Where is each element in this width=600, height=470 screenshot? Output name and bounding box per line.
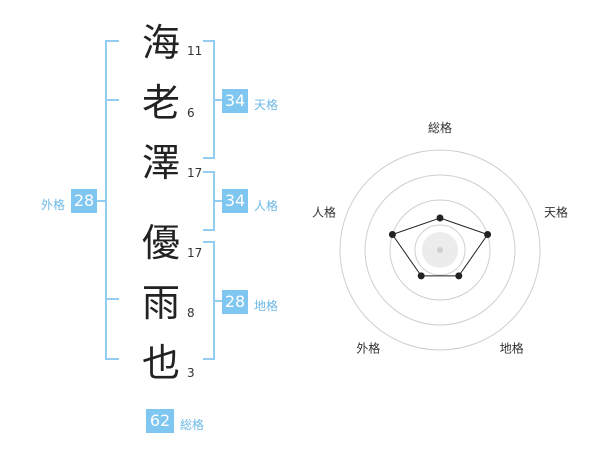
- name-char-6: 也: [141, 341, 180, 385]
- soukaku-badge: 62: [146, 409, 174, 433]
- radar-ring: [389, 199, 491, 301]
- bracket-tick: [105, 298, 119, 300]
- name-char-2: 老: [141, 81, 180, 125]
- radar-point: [436, 214, 444, 222]
- name-char-4: 優: [141, 221, 180, 265]
- tenkaku-badge: 34: [222, 89, 248, 113]
- stroke-count-5: 8: [187, 306, 195, 320]
- chikaku-label: 地格: [254, 299, 279, 313]
- radar-data-polygon: [391, 217, 489, 277]
- jinkaku-connector: [214, 200, 222, 202]
- name-char-1: 海: [141, 21, 180, 65]
- radar-ring: [364, 174, 516, 326]
- gaikaku-badge: 28: [71, 189, 97, 213]
- stroke-count-4: 17: [187, 246, 203, 260]
- tenkaku-connector: [214, 99, 222, 101]
- radar-ring: [339, 149, 541, 351]
- stroke-count-3: 17: [187, 166, 203, 180]
- radar-axis-label: 天格: [544, 204, 568, 219]
- radar-ring: [414, 224, 466, 276]
- jinkaku-badge: 34: [222, 189, 248, 213]
- gaikaku-bracket: [105, 40, 119, 360]
- radar-point: [388, 231, 396, 238]
- chikaku-badge: 28: [222, 290, 248, 314]
- radar-point: [455, 272, 463, 280]
- radar-axis-label: 地格: [500, 341, 524, 356]
- stroke-count-1: 11: [187, 44, 203, 58]
- chikaku-connector: [214, 300, 222, 302]
- radar-axis-label: 外格: [356, 341, 380, 356]
- gaikaku-connector: [97, 200, 106, 202]
- radar-data-points: [388, 214, 492, 280]
- radar-center-dot: [437, 247, 443, 253]
- radar-point: [417, 272, 425, 280]
- radar-axis-label: 総格: [428, 120, 452, 135]
- soukaku-label: 総格: [180, 418, 205, 432]
- name-char-3: 澤: [141, 141, 180, 185]
- radar-axis-label: 人格: [312, 204, 336, 219]
- jinkaku-label: 人格: [254, 199, 279, 213]
- stroke-count-2: 6: [187, 106, 195, 120]
- bracket-tick: [105, 99, 119, 101]
- tenkaku-label: 天格: [254, 98, 279, 112]
- stroke-count-6: 3: [187, 366, 195, 380]
- radar-point: [484, 231, 492, 238]
- name-char-5: 雨: [141, 281, 180, 325]
- gaikaku-label: 外格: [41, 198, 66, 212]
